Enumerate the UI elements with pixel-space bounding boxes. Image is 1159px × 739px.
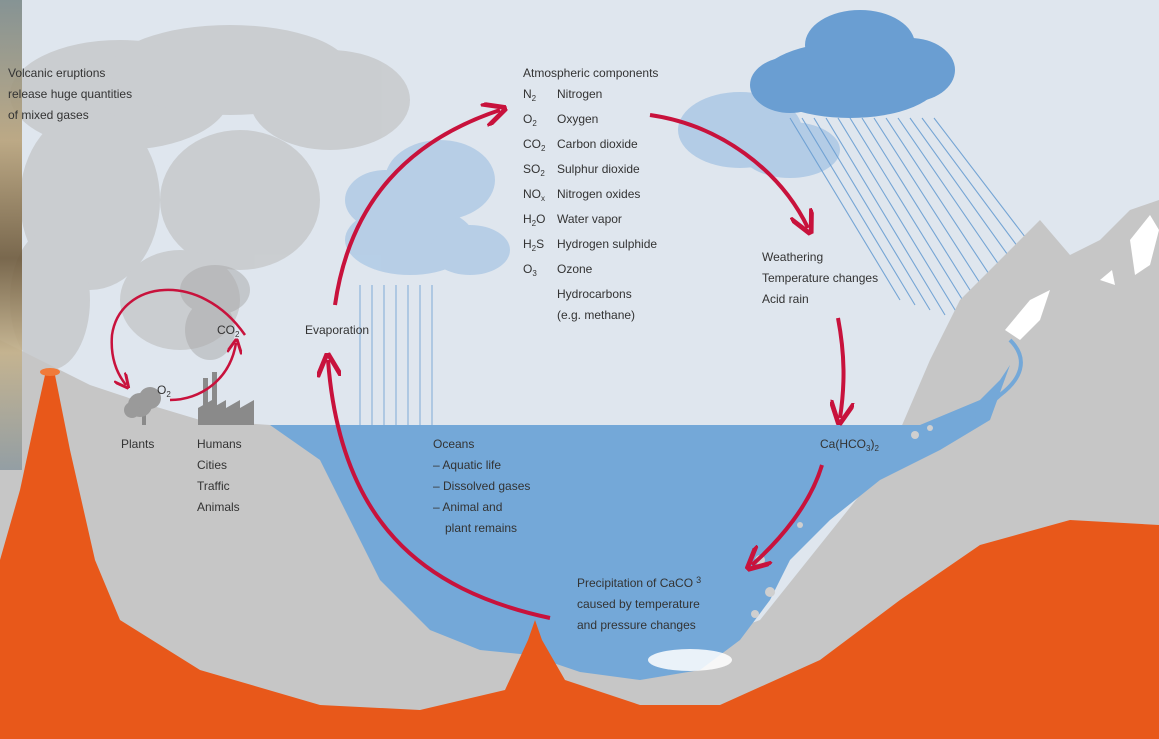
ocean — [270, 365, 1010, 680]
volcanic-eruptions-label: Volcanic eruptions release huge quantiti… — [8, 66, 133, 122]
component-name: Nitrogen — [557, 87, 603, 101]
river — [968, 338, 1023, 422]
chemical-formula: O2 — [523, 112, 537, 128]
arrow-ocean-to-precipitation — [752, 464, 824, 565]
chemical-formula: N2 — [523, 87, 537, 103]
component-name: Hydrocarbons — [557, 287, 632, 301]
evaporation-cloud — [345, 140, 510, 425]
humans-label: Humans Cities Traffic Animals — [197, 437, 242, 514]
arrow-weathering-to-ocean — [838, 317, 844, 418]
component-name: Ozone — [557, 262, 593, 276]
arrow-precipitation-to-evaporation — [328, 360, 551, 620]
ground — [0, 200, 1159, 739]
rain-cloud — [678, 10, 1059, 323]
component-name: Nitrogen oxides — [557, 187, 641, 201]
atmospheric-component-row: O2 Oxygen — [523, 109, 658, 134]
plants-label: Plants — [121, 437, 155, 451]
atmospheric-component-row: (e.g. methane) — [523, 305, 658, 326]
co2-label: CO2 — [217, 323, 240, 339]
atmospheric-component-row: O3 Ozone — [523, 259, 658, 284]
atmospheric-component-row: H2O Water vapor — [523, 209, 658, 234]
volcano-vent — [40, 368, 60, 376]
chemical-formula: NOx — [523, 187, 545, 203]
chemical-formula: H2O — [523, 212, 546, 228]
evaporation-label: Evaporation — [305, 323, 370, 337]
chemical-formula: O3 — [523, 262, 537, 278]
chemical-formula: H2S — [523, 237, 545, 253]
component-name: Sulphur dioxide — [557, 162, 640, 176]
component-name: Water vapor — [557, 212, 622, 226]
atmospheric-component-row: CO2 Carbon dioxide — [523, 134, 658, 159]
snow-caps — [1005, 215, 1159, 340]
oceans-label: Oceans – Aquatic life – Dissolved gases … — [433, 437, 531, 535]
magma — [0, 375, 1159, 739]
factory-icon — [198, 372, 254, 425]
arrow-atmosphere-to-weathering — [649, 113, 808, 228]
atmospheric-component-row: NOx Nitrogen oxides — [523, 184, 658, 209]
sediment-deposit — [648, 649, 732, 671]
o2-label: O2 — [157, 383, 171, 399]
atmospheric-component-row: N2 Nitrogen — [523, 84, 658, 109]
atmospheric-component-row: H2S Hydrogen sulphide — [523, 234, 658, 259]
arrow-evaporation-to-atmosphere — [333, 110, 500, 306]
component-name: Hydrogen sulphide — [557, 237, 658, 251]
atmospheric-components-title: Atmospheric components — [523, 66, 659, 80]
weathering-label: Weathering Temperature changes Acid rain — [762, 250, 879, 306]
tree-icon — [124, 387, 161, 425]
component-name: Oxygen — [557, 112, 599, 126]
atmospheric-component-row: SO2 Sulphur dioxide — [523, 159, 658, 184]
main-cycle-arrows — [328, 110, 844, 620]
atmospheric-component-row: Hydrocarbons — [523, 284, 658, 305]
factory-smoke — [180, 265, 250, 360]
photo-edge-strip — [0, 0, 22, 470]
component-name: (e.g. methane) — [557, 308, 636, 322]
calcium-bicarbonate-label: Ca(HCO3)2 — [820, 437, 879, 453]
photosynthesis-cycle-arrows — [110, 288, 247, 402]
component-name: Carbon dioxide — [557, 137, 638, 151]
chemical-formula: CO2 — [523, 137, 546, 153]
chemical-formula: SO2 — [523, 162, 545, 178]
